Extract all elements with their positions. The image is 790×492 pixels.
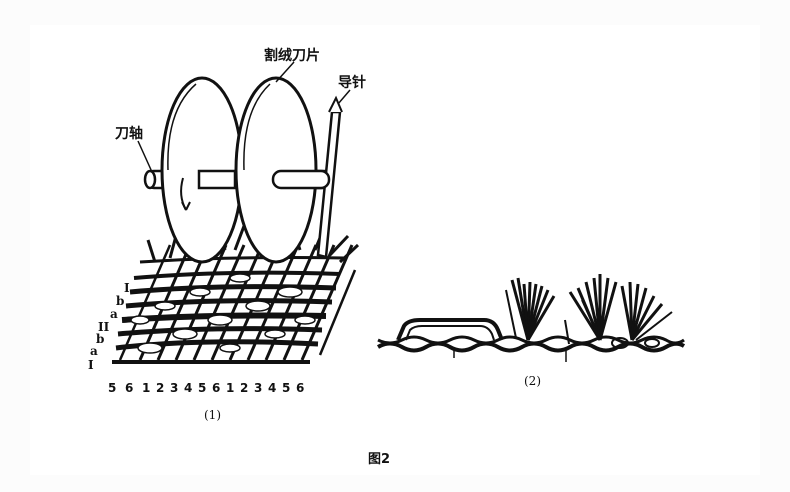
row-label: I [124, 281, 130, 295]
figure-title: 图2 [368, 452, 390, 467]
blade-label: 割绒刀片 [264, 47, 320, 64]
column-number: 5 [198, 381, 206, 395]
shaft-segment-right [271, 169, 331, 190]
column-number: 3 [254, 381, 262, 395]
shaft-segment-middle [197, 169, 237, 190]
column-number: 2 [156, 381, 164, 395]
column-number: 2 [240, 381, 248, 395]
leader-lines [137, 61, 351, 173]
subfigure-2-caption: (2) [524, 374, 541, 388]
binding-spikes [453, 319, 570, 362]
column-number: 3 [170, 381, 178, 395]
row-label: b [96, 332, 104, 346]
subfigure-1: 刀轴 割绒刀片 导针 I b a II b a I 5 6 1 2 3 4 5 … [88, 47, 366, 422]
column-number: 1 [142, 381, 150, 395]
column-number: 4 [268, 381, 276, 395]
row-label: II [98, 320, 110, 334]
pile-loops [130, 273, 316, 354]
row-label: a [90, 344, 98, 358]
subfigure-1-caption: (1) [204, 408, 221, 422]
row-label: b [116, 294, 124, 308]
column-number: 1 [226, 381, 234, 395]
base-fabric [376, 335, 686, 353]
uncut-loop [396, 318, 504, 341]
pile-tuft-1 [505, 277, 556, 341]
row-labels: I b a II b a I [88, 281, 130, 372]
column-number: 4 [184, 381, 192, 395]
column-number: 5 [282, 381, 290, 395]
pile-tuft-3 [620, 281, 673, 341]
row-label: I [88, 358, 94, 372]
column-number: 6 [125, 381, 133, 395]
pile-tuft-2 [568, 274, 618, 341]
shaft-label: 刀轴 [115, 125, 143, 142]
subfigure-2: (2) [376, 274, 686, 388]
column-number: 5 [108, 381, 116, 395]
column-numbers: 5 6 1 2 3 4 5 6 1 2 3 4 5 6 [108, 381, 304, 395]
column-number: 6 [296, 381, 304, 395]
column-number: 6 [212, 381, 220, 395]
row-label: a [110, 307, 118, 321]
needle-label: 导针 [338, 74, 366, 91]
